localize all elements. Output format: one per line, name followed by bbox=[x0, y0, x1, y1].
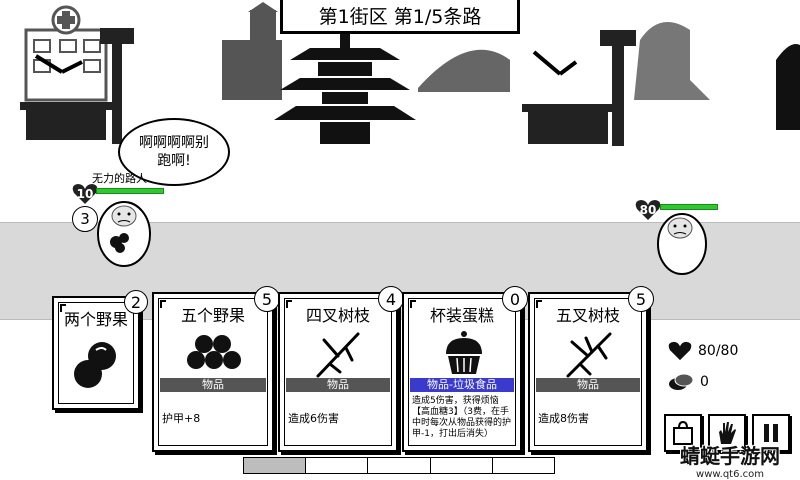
card-corner-mark bbox=[160, 300, 166, 308]
card-cost: 5 bbox=[254, 286, 280, 312]
card-cost: 2 bbox=[124, 290, 148, 314]
progress-segment bbox=[306, 458, 369, 473]
card-tag: 物品 bbox=[160, 378, 266, 392]
sphinx-icon bbox=[634, 22, 710, 100]
player-armor-badge: 3 bbox=[72, 206, 98, 232]
watermark-name: 蜻蜓手游网 bbox=[680, 444, 780, 468]
hand-button[interactable] bbox=[708, 414, 746, 452]
card-cupcake[interactable]: 杯装蛋糕 0 物品-垃圾食品 造成5伤害，获得烦恼【高血糖3】（3费，在手中时每… bbox=[402, 286, 528, 452]
card-title: 五叉树枝 bbox=[555, 306, 620, 325]
stage-banner: 第1街区 第1/5条路 bbox=[280, 0, 520, 34]
arch-ruins-icon bbox=[776, 44, 800, 130]
progress-segment bbox=[368, 458, 431, 473]
card-title: 两个野果 bbox=[63, 310, 128, 329]
enemy-hp-heart: 80 bbox=[634, 198, 662, 222]
progress-segment bbox=[492, 458, 555, 473]
card-corner-mark bbox=[536, 300, 542, 308]
card-cost: 5 bbox=[628, 286, 654, 312]
card-two-fruits[interactable]: 两个野果 2 bbox=[52, 290, 148, 410]
castle-icon bbox=[222, 2, 282, 100]
player-character[interactable] bbox=[96, 192, 156, 272]
card-cost: 0 bbox=[502, 286, 528, 312]
branch-icon bbox=[316, 332, 360, 378]
card-tag-junk-food: 物品-垃圾食品 bbox=[410, 378, 514, 392]
stat-coins: 0 bbox=[668, 372, 709, 392]
pause-icon bbox=[764, 424, 778, 442]
enemy-hp-value: 80 bbox=[639, 203, 657, 217]
hand-icon bbox=[719, 422, 736, 444]
airport-terminal-icon bbox=[522, 30, 636, 146]
card-title: 五个野果 bbox=[180, 306, 245, 325]
player-hp-value: 10 bbox=[76, 187, 94, 201]
card-title: 四叉树枝 bbox=[305, 306, 370, 325]
cupcake-icon bbox=[446, 331, 482, 374]
shopping-bag-icon bbox=[673, 420, 693, 445]
speech-text: 啊啊啊啊别跑啊! bbox=[139, 135, 209, 169]
coin-stack-icon bbox=[669, 373, 694, 390]
card-corner-mark bbox=[286, 300, 292, 308]
card-corner-mark bbox=[60, 304, 66, 312]
fruit-icon bbox=[74, 342, 116, 388]
card-description: 造成8伤害 bbox=[538, 412, 589, 425]
fruit-pile-icon bbox=[187, 335, 241, 369]
card-frame bbox=[58, 302, 134, 404]
stat-hp-value: 80/80 bbox=[698, 343, 739, 359]
card-frame bbox=[534, 298, 642, 446]
branch-icon bbox=[566, 332, 612, 378]
watermark: 蜻蜓手游网 www.qt6.com bbox=[660, 440, 800, 480]
speech-bubble: 啊啊啊啊别跑啊! bbox=[118, 118, 230, 186]
progress-segment bbox=[430, 458, 493, 473]
stat-coins-value: 0 bbox=[700, 374, 709, 390]
card-four-fork-branch[interactable]: 四叉树枝 4 物品 造成6伤害 bbox=[278, 286, 404, 452]
heart-icon bbox=[668, 341, 692, 361]
card-title: 杯装蛋糕 bbox=[429, 306, 494, 325]
watermark-url: www.qt6.com bbox=[696, 469, 764, 480]
card-description: 造成5伤害，获得烦恼【高血糖3】（3费，在手中时每次从物品获得的护甲-1，打出后… bbox=[412, 396, 512, 439]
enemy-hp-bar bbox=[660, 204, 718, 210]
deck-progress bbox=[243, 457, 555, 474]
hospital-building-icon bbox=[24, 5, 108, 102]
stat-hp: 80/80 bbox=[668, 340, 738, 362]
skyline-background bbox=[20, 2, 800, 146]
stage-label: 第1街区 第1/5条路 bbox=[318, 6, 482, 28]
card-frame bbox=[408, 298, 516, 446]
card-frame bbox=[158, 298, 268, 446]
heart-icon bbox=[635, 200, 661, 220]
card-five-fruits[interactable]: 五个野果 5 物品 护甲+8 bbox=[152, 286, 280, 452]
player-hp-heart: 10 bbox=[72, 182, 98, 206]
card-description: 护甲+8 bbox=[162, 412, 201, 425]
card-description: 造成6伤害 bbox=[288, 412, 339, 425]
colosseum-icon bbox=[418, 49, 510, 92]
bag-button[interactable] bbox=[664, 414, 702, 452]
progress-segment bbox=[244, 458, 307, 473]
enemy-character[interactable] bbox=[654, 208, 710, 278]
player-armor-value: 3 bbox=[80, 210, 90, 228]
card-five-fork-branch[interactable]: 五叉树枝 5 物品 造成8伤害 bbox=[528, 286, 654, 452]
card-cost: 4 bbox=[378, 286, 404, 312]
card-tag: 物品 bbox=[536, 378, 640, 392]
card-corner-mark bbox=[410, 300, 416, 308]
card-tag: 物品 bbox=[286, 378, 390, 392]
card-frame bbox=[284, 298, 392, 446]
player-status-name: 无力的路人 bbox=[92, 172, 147, 185]
player-hp-bar bbox=[96, 188, 164, 194]
pagoda-icon bbox=[274, 30, 416, 144]
control-tower-icon bbox=[20, 28, 134, 144]
heart-icon bbox=[72, 184, 98, 204]
pause-button[interactable] bbox=[752, 414, 790, 452]
